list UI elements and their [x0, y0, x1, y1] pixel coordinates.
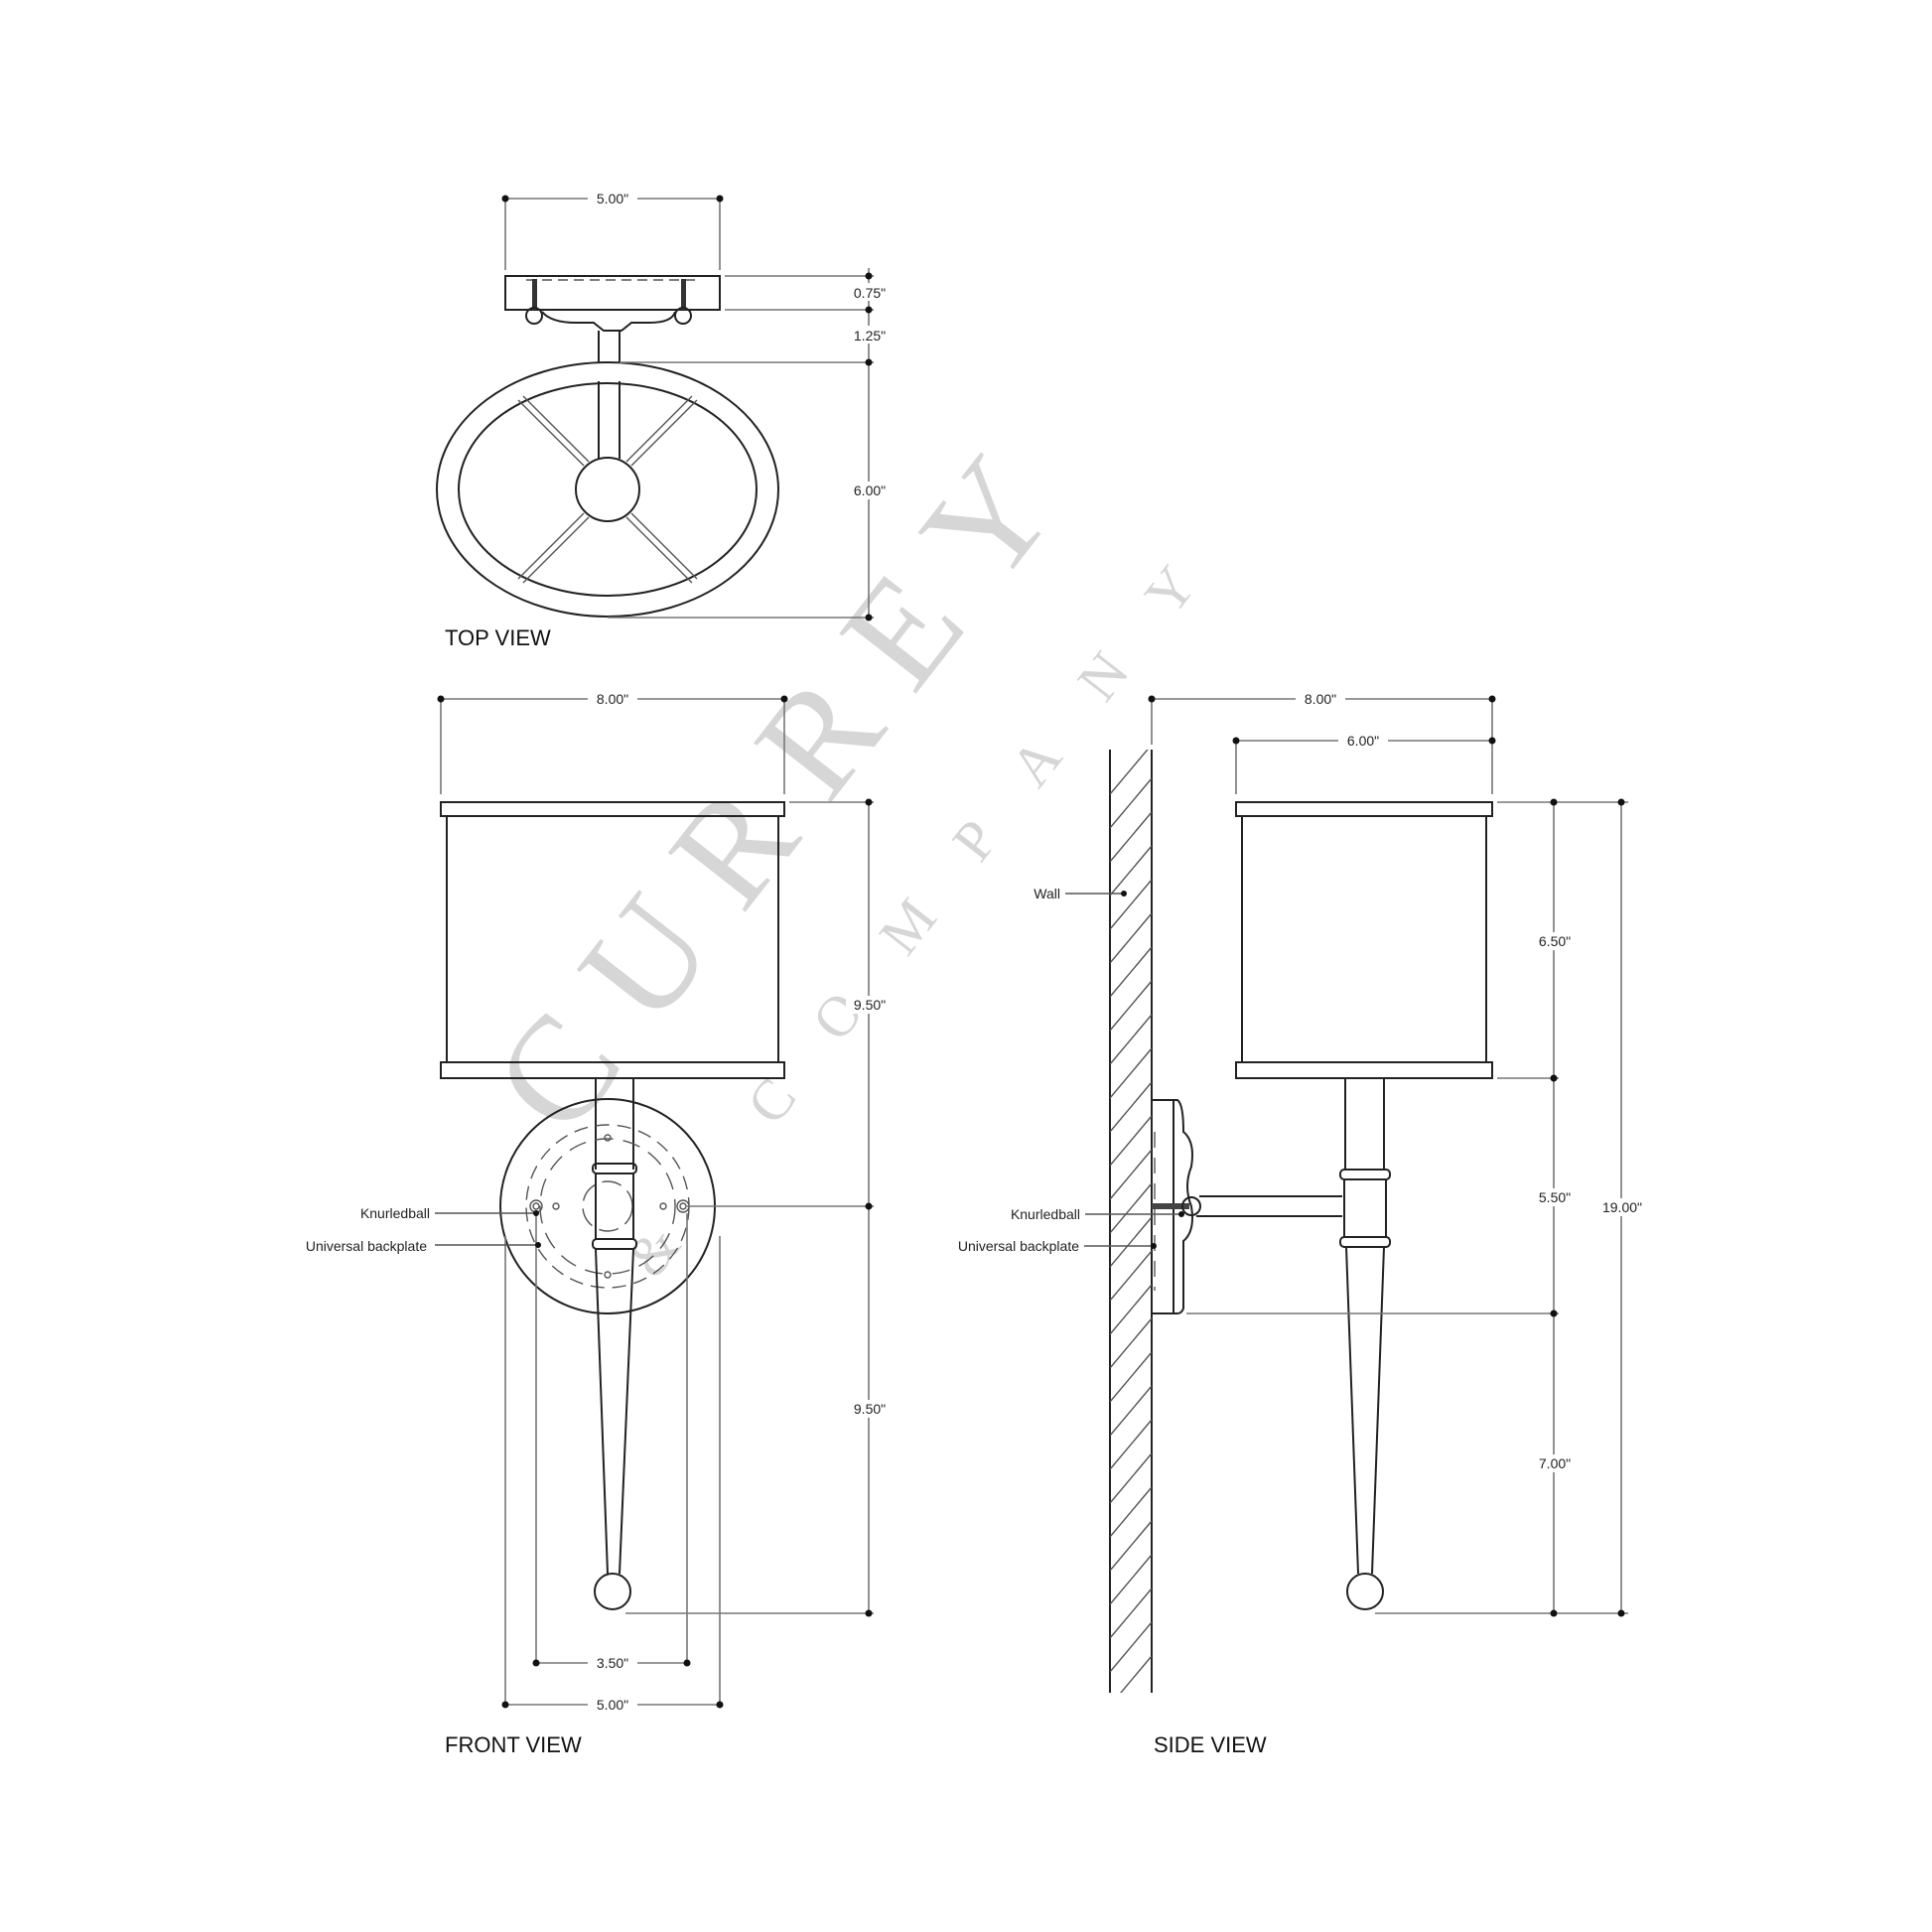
front-view: 8.00" 9.50"	[306, 689, 894, 1757]
side-shade-bottom-band	[1235, 1061, 1493, 1079]
shade-hub	[575, 457, 640, 522]
knurledball-icon	[525, 307, 543, 325]
side-arm-section-label: 5.50"	[1539, 1189, 1571, 1205]
backplate-depth-label: 0.75"	[854, 285, 886, 301]
side-backplate	[1152, 1099, 1193, 1314]
top-depth-dimensions: 0.75" 1.25" 6.00"	[608, 268, 894, 621]
watermark: CURREY & COMPANY	[462, 397, 1250, 1289]
wall-callout: Wall	[1034, 886, 1060, 901]
side-shade-body	[1241, 815, 1487, 1063]
front-upper-height-label: 9.50"	[854, 997, 886, 1013]
front-shade-width-label: 8.00"	[597, 691, 628, 707]
tapered-stem	[595, 1248, 634, 1575]
side-tapered-stem	[1345, 1246, 1385, 1575]
side-shade-top-band	[1235, 801, 1493, 817]
front-height-dimensions: 9.50" 9.50"	[625, 798, 894, 1617]
front-knurledball-callout: Knurledball	[360, 1205, 430, 1221]
shade-inner-oval	[458, 382, 758, 597]
front-lower-height-label: 9.50"	[854, 1401, 886, 1417]
top-view-title: TOP VIEW	[445, 625, 551, 650]
wall-section	[1109, 750, 1153, 1693]
side-callouts: Wall Knurledball Universal backplate	[958, 886, 1184, 1254]
side-backplate-callout: Universal backplate	[958, 1238, 1079, 1254]
finial-ball	[594, 1573, 631, 1610]
side-extension-label: 8.00"	[1305, 691, 1336, 707]
side-lower-section-label: 7.00"	[1539, 1455, 1571, 1471]
knurledball-icon	[674, 307, 692, 325]
side-finial-ball	[1346, 1573, 1384, 1610]
arm-gap-label: 1.25"	[854, 328, 886, 344]
front-callouts: Knurledball Universal backplate	[306, 1205, 541, 1254]
top-view: 5.00"	[436, 189, 894, 650]
side-knurledball	[1181, 1196, 1201, 1216]
side-view: 8.00" 6.00"	[958, 689, 1650, 1757]
side-overall-height-label: 19.00"	[1602, 1199, 1642, 1215]
top-width-dimension: 5.00"	[501, 189, 724, 270]
side-shade-depth-label: 6.00"	[1347, 733, 1379, 749]
front-backplate-callout: Universal backplate	[306, 1238, 427, 1254]
side-height-dimensions: 6.50" 5.50" 7.00" 19.00"	[1186, 798, 1650, 1617]
top-width-label: 5.00"	[597, 191, 628, 207]
shade-outer-oval	[436, 361, 779, 618]
side-view-title: SIDE VIEW	[1154, 1732, 1267, 1757]
front-view-title: FRONT VIEW	[445, 1732, 582, 1757]
top-shade-depth-label: 6.00"	[854, 483, 886, 498]
front-backplate-width-label: 5.00"	[597, 1697, 628, 1713]
shade-bottom-band	[440, 1061, 785, 1079]
side-shade-height-label: 6.50"	[1539, 933, 1571, 949]
side-width-dimensions: 8.00" 6.00"	[1148, 689, 1496, 794]
side-knurledball-callout: Knurledball	[1011, 1206, 1080, 1222]
mount-spacing-label: 3.50"	[597, 1655, 628, 1671]
top-backplate	[504, 275, 721, 311]
front-shade-width-dimension: 8.00"	[437, 689, 788, 794]
front-bottom-dimensions: 3.50" 5.00"	[501, 1213, 724, 1715]
